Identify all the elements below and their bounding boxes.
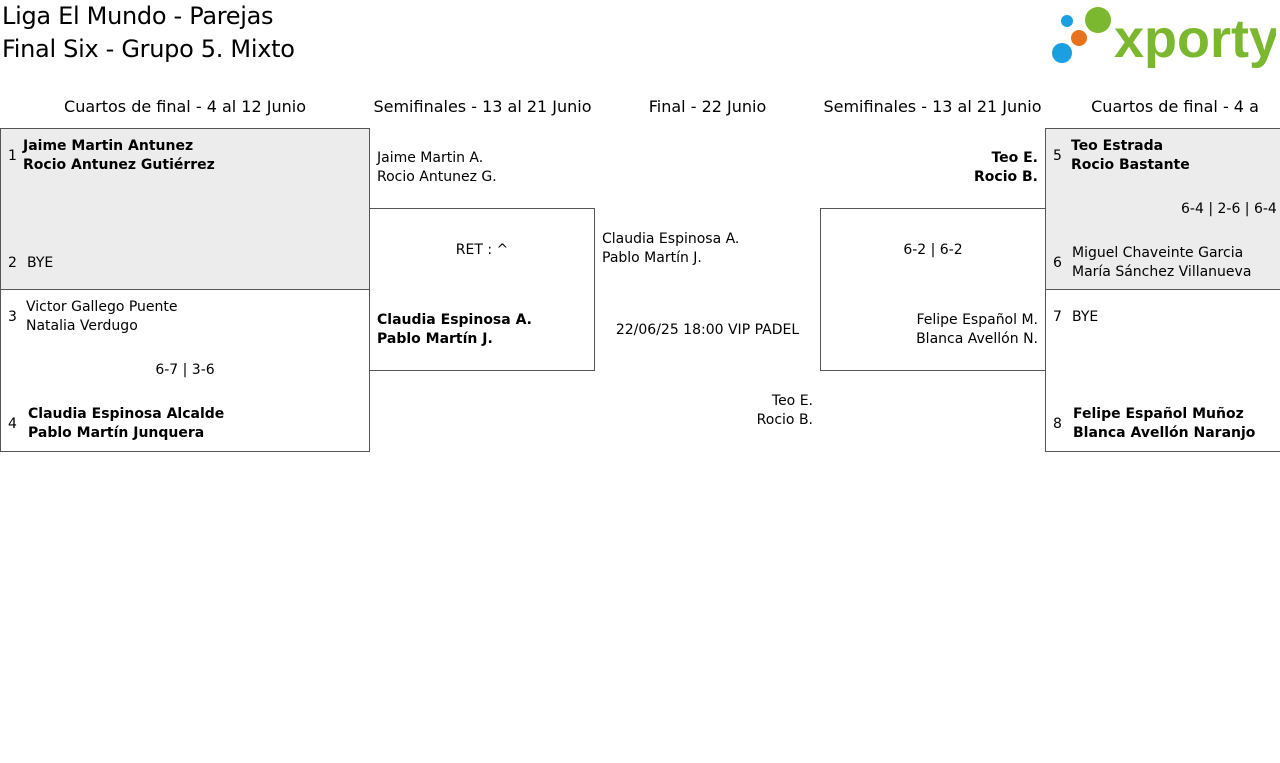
final-match-info: 22/06/25 18:00 VIP PADEL: [615, 322, 800, 338]
player-name: Felipe Español Muñoz: [1073, 406, 1244, 422]
player-name: Rocio Bastante: [1071, 157, 1190, 173]
player-name: Rocio Antunez Gutiérrez: [23, 157, 215, 173]
player-name: Blanca Avellón Naranjo: [1073, 425, 1256, 441]
header-sf-right: Semifinales - 13 al 21 Junio: [823, 97, 1042, 116]
header-qf-right: Cuartos de final - 4 a: [1091, 97, 1259, 116]
seed-number: 1: [8, 148, 17, 164]
logo-dot-green: [1085, 7, 1111, 33]
page-subtitle: Final Six - Grupo 5. Mixto: [2, 35, 295, 63]
bye-label: BYE: [27, 255, 54, 271]
player-name: Teo Estrada: [1071, 138, 1164, 154]
sf-left-match[interactable]: RET : ^ Claudia Espinosa A. Pablo Martín…: [369, 208, 595, 371]
header-final: Final - 22 Junio: [648, 97, 767, 116]
logo-dot-blue-small: [1061, 15, 1073, 27]
player-name: Felipe Español M.: [916, 312, 1038, 328]
seed-number: 7: [1053, 309, 1062, 325]
seed-number: 4: [8, 416, 17, 432]
match-score: 6-2 | 6-2: [903, 242, 963, 258]
header-qf-left: Cuartos de final - 4 al 12 Junio: [64, 97, 306, 116]
logo-dot-blue-large: [1052, 43, 1072, 63]
player-name: Blanca Avellón N.: [916, 331, 1038, 347]
player-name: Claudia Espinosa A.: [377, 312, 532, 328]
seed-number: 5: [1053, 148, 1062, 164]
seed-number: 8: [1053, 416, 1062, 432]
qf-right-match-2[interactable]: 7 BYE 8 Felipe Español Muñoz Blanca Avel…: [1045, 289, 1280, 452]
qf-left-match-2[interactable]: 3 Victor Gallego Puente Natalia Verdugo …: [0, 289, 370, 452]
player-name: Jaime Martin Antunez: [23, 138, 194, 154]
page-title: Liga El Mundo - Parejas: [2, 2, 274, 30]
match-score: 6-4 | 2-6 | 6-4: [1181, 201, 1277, 217]
player-name: María Sánchez Villanueva: [1072, 264, 1252, 280]
player-name: Claudia Espinosa A.: [602, 231, 740, 247]
player-name: Pablo Martín Junquera: [28, 425, 205, 441]
player-name: Natalia Verdugo: [26, 318, 138, 334]
player-name: Teo E.: [771, 393, 813, 409]
bye-label: BYE: [1072, 309, 1099, 325]
sf-right-match[interactable]: 6-2 | 6-2 Felipe Español M. Blanca Avell…: [820, 208, 1046, 371]
player-name: Pablo Martín J.: [377, 331, 493, 347]
player-name: Rocio B.: [756, 412, 813, 428]
player-name: Miguel Chaveinte Garcia: [1072, 245, 1244, 261]
match-score: 6-7 | 3-6: [155, 362, 215, 378]
xporty-logo[interactable]: xporty: [1050, 4, 1279, 69]
seed-number: 3: [8, 309, 17, 325]
player-name: Claudia Espinosa Alcalde: [28, 406, 225, 422]
qf-right-match-1[interactable]: 5 Teo Estrada Rocio Bastante 6-4 | 2-6 |…: [1045, 128, 1280, 290]
player-name: Pablo Martín J.: [602, 250, 702, 266]
header-sf-left: Semifinales - 13 al 21 Junio: [373, 97, 592, 116]
seed-number: 2: [8, 255, 17, 271]
player-name: Rocio B.: [974, 169, 1038, 185]
player-name: Victor Gallego Puente: [26, 299, 178, 315]
logo-wordmark: xporty: [1114, 9, 1276, 68]
player-name: Rocio Antunez G.: [377, 169, 497, 185]
xporty-logo-svg: xporty: [1052, 7, 1279, 69]
seed-number: 6: [1053, 255, 1062, 271]
player-name: Jaime Martin A.: [377, 150, 484, 166]
qf-left-match-1[interactable]: 1 Jaime Martin Antunez Rocio Antunez Gut…: [0, 128, 370, 290]
logo-dot-orange: [1071, 30, 1087, 46]
player-name: Teo E.: [991, 150, 1038, 166]
match-score: RET : ^: [455, 242, 509, 258]
